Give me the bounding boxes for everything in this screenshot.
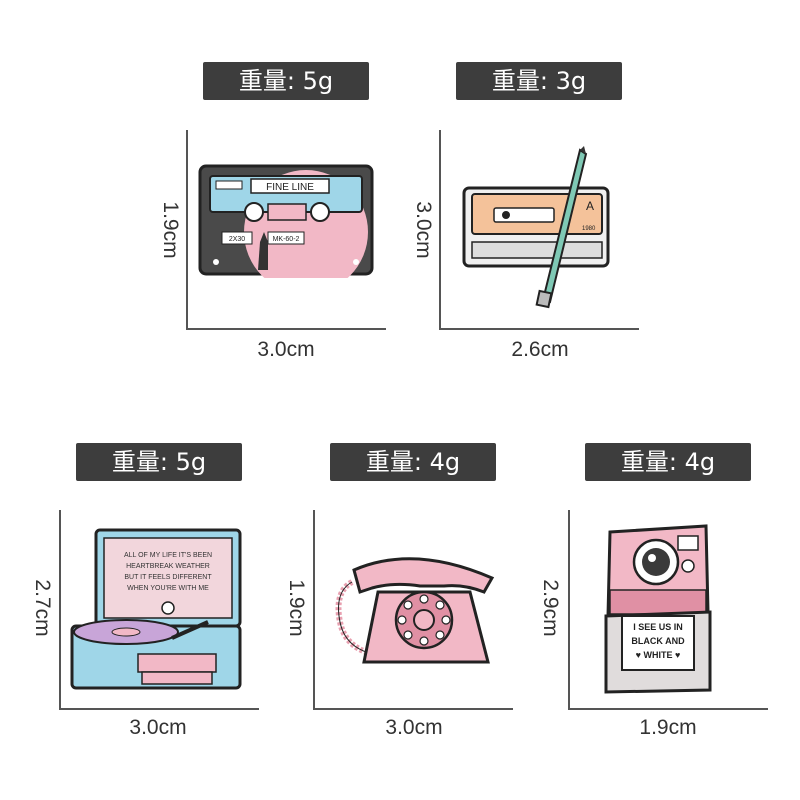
weight-badge-2: 重量: 3g — [456, 62, 622, 100]
rotary-telephone-pin — [335, 557, 495, 664]
width-guide-3 — [59, 708, 259, 710]
weight-badge-3: 重量: 5g — [76, 443, 242, 481]
camera-text-line-2: BLACK AND — [631, 636, 685, 646]
height-guide-1 — [186, 130, 188, 328]
width-guide-5 — [568, 708, 768, 710]
cassette-title-text: FINE LINE — [266, 182, 314, 193]
height-guide-5 — [568, 510, 570, 708]
height-guide-4 — [313, 510, 315, 708]
lyric-line-2: HEARTBREAK WEATHER — [126, 563, 210, 570]
cassette-code2: MK-60-2 — [273, 236, 300, 243]
cassette-pencil-pin: A 1980 — [462, 146, 610, 309]
cassette-fine-line-pin: FINE LINE 2X30 MK-60-2 — [198, 164, 374, 278]
instant-camera-pin: I SEE US IN BLACK AND ♥ WHITE ♥ — [604, 524, 712, 694]
lyric-line-3: BUT IT FEELS DIFFERENT — [124, 574, 212, 581]
weight-badge-4: 重量: 4g — [330, 443, 496, 481]
record-player-pin: ALL OF MY LIFE IT'S BEEN HEARTBREAK WEAT… — [70, 528, 242, 690]
cassette-code1: 2X30 — [229, 236, 245, 243]
lyric-line-4: WHEN YOU'RE WITH ME — [127, 585, 209, 592]
lyric-line-1: ALL OF MY LIFE IT'S BEEN — [124, 552, 212, 559]
weight-badge-1: 重量: 5g — [203, 62, 369, 100]
height-label-4: 1.9cm — [285, 579, 308, 637]
height-label-5: 2.9cm — [539, 579, 562, 637]
width-label-4: 3.0cm — [385, 716, 443, 739]
camera-text-line-3: ♥ WHITE ♥ — [636, 650, 681, 660]
height-label-2: 3.0cm — [412, 201, 435, 259]
width-label-2: 2.6cm — [511, 338, 569, 361]
cassette-side-label: A — [586, 199, 594, 213]
width-label-5: 1.9cm — [639, 716, 697, 739]
height-guide-3 — [59, 510, 61, 708]
width-guide-4 — [313, 708, 513, 710]
width-guide-2 — [439, 328, 639, 330]
width-guide-1 — [186, 328, 386, 330]
width-label-3: 3.0cm — [129, 716, 187, 739]
height-guide-2 — [439, 130, 441, 328]
cassette-year-label: 1980 — [582, 226, 596, 232]
height-label-1: 1.9cm — [159, 201, 182, 259]
camera-text-line-1: I SEE US IN — [633, 622, 683, 632]
width-label-1: 3.0cm — [257, 338, 315, 361]
weight-badge-5: 重量: 4g — [585, 443, 751, 481]
height-label-3: 2.7cm — [31, 579, 54, 637]
